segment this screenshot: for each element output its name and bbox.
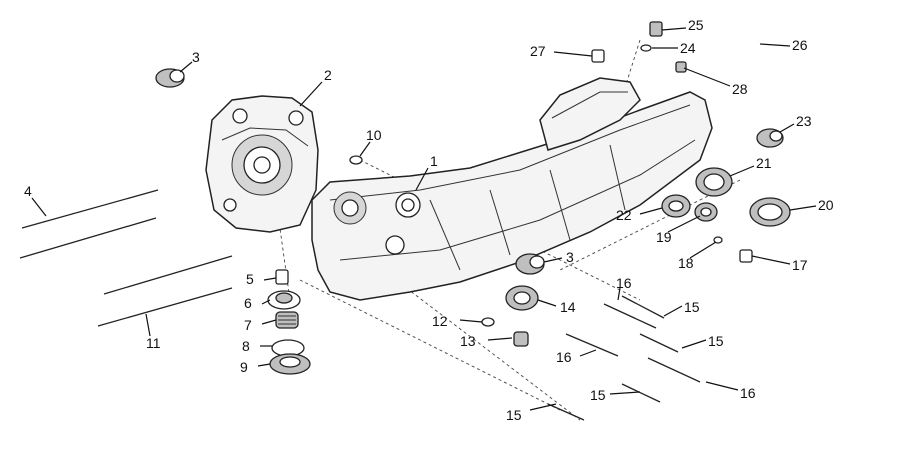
callout-12: 12 <box>432 313 448 329</box>
part-18-pin <box>713 236 723 244</box>
callout-27: 27 <box>530 43 546 59</box>
callout-20: 20 <box>818 197 834 213</box>
part-19-bearing <box>694 202 718 222</box>
crankcase-left <box>311 77 713 301</box>
part-4-studs <box>19 189 159 259</box>
callout-16-b: 16 <box>556 349 572 365</box>
part-6-cap <box>267 290 301 310</box>
part-13-bolt <box>513 331 529 347</box>
part-14-seal <box>505 285 539 311</box>
callout-8: 8 <box>242 338 250 354</box>
callout-3-bottom: 3 <box>566 249 574 265</box>
callout-10: 10 <box>366 127 382 143</box>
callout-2: 2 <box>324 67 332 83</box>
callout-14: 14 <box>560 299 576 315</box>
callout-15-c: 15 <box>590 387 606 403</box>
part-23-sleeve <box>756 128 784 148</box>
part-11-studs <box>97 255 233 327</box>
part-5-plug <box>275 269 289 285</box>
callout-5: 5 <box>246 271 254 287</box>
leader-lines <box>31 27 817 411</box>
callout-21: 21 <box>756 155 772 171</box>
part-12-washer <box>481 317 495 327</box>
callout-16-a: 16 <box>616 275 632 291</box>
callout-18: 18 <box>678 255 694 271</box>
callout-16-c: 16 <box>740 385 756 401</box>
part-15-16-bolts <box>547 295 701 421</box>
part-3-sleeve-top <box>155 68 185 88</box>
callout-15-d: 15 <box>506 407 522 423</box>
part-3-sleeve-bottom <box>515 253 545 275</box>
part-21-bearing <box>695 167 733 197</box>
callout-11: 11 <box>146 335 161 351</box>
callout-1: 1 <box>430 153 438 169</box>
part-7-spring <box>275 311 299 329</box>
part-25-sensor <box>649 21 663 37</box>
part-20-seal <box>749 197 791 227</box>
part-17-bolt <box>739 249 753 263</box>
callout-9: 9 <box>240 359 248 375</box>
callout-labels: 1 2 3 3 4 5 6 7 8 9 10 11 12 13 14 15 15… <box>24 17 834 423</box>
part-24-oring <box>640 44 652 52</box>
callout-7: 7 <box>244 317 252 333</box>
callout-28: 28 <box>732 81 748 97</box>
callout-15-b: 15 <box>708 333 724 349</box>
callout-24: 24 <box>680 40 696 56</box>
callout-19: 19 <box>656 229 672 245</box>
callout-25: 25 <box>688 17 704 33</box>
callout-23: 23 <box>796 113 812 129</box>
callout-22: 22 <box>616 207 632 223</box>
callout-6: 6 <box>244 295 252 311</box>
part-22-bearing <box>661 194 691 218</box>
callout-17: 17 <box>792 257 808 273</box>
part-27-fitting <box>591 49 605 63</box>
callout-13: 13 <box>460 333 476 349</box>
part-28-bolt <box>675 61 687 73</box>
callout-26: 26 <box>792 37 808 53</box>
callout-4: 4 <box>24 183 32 199</box>
callout-3-top: 3 <box>192 49 200 65</box>
callout-15-a: 15 <box>684 299 700 315</box>
part-26-hose <box>711 40 759 74</box>
crankcase-right <box>205 95 319 233</box>
part-9-filter <box>269 353 311 375</box>
part-10-dowel <box>349 155 363 165</box>
